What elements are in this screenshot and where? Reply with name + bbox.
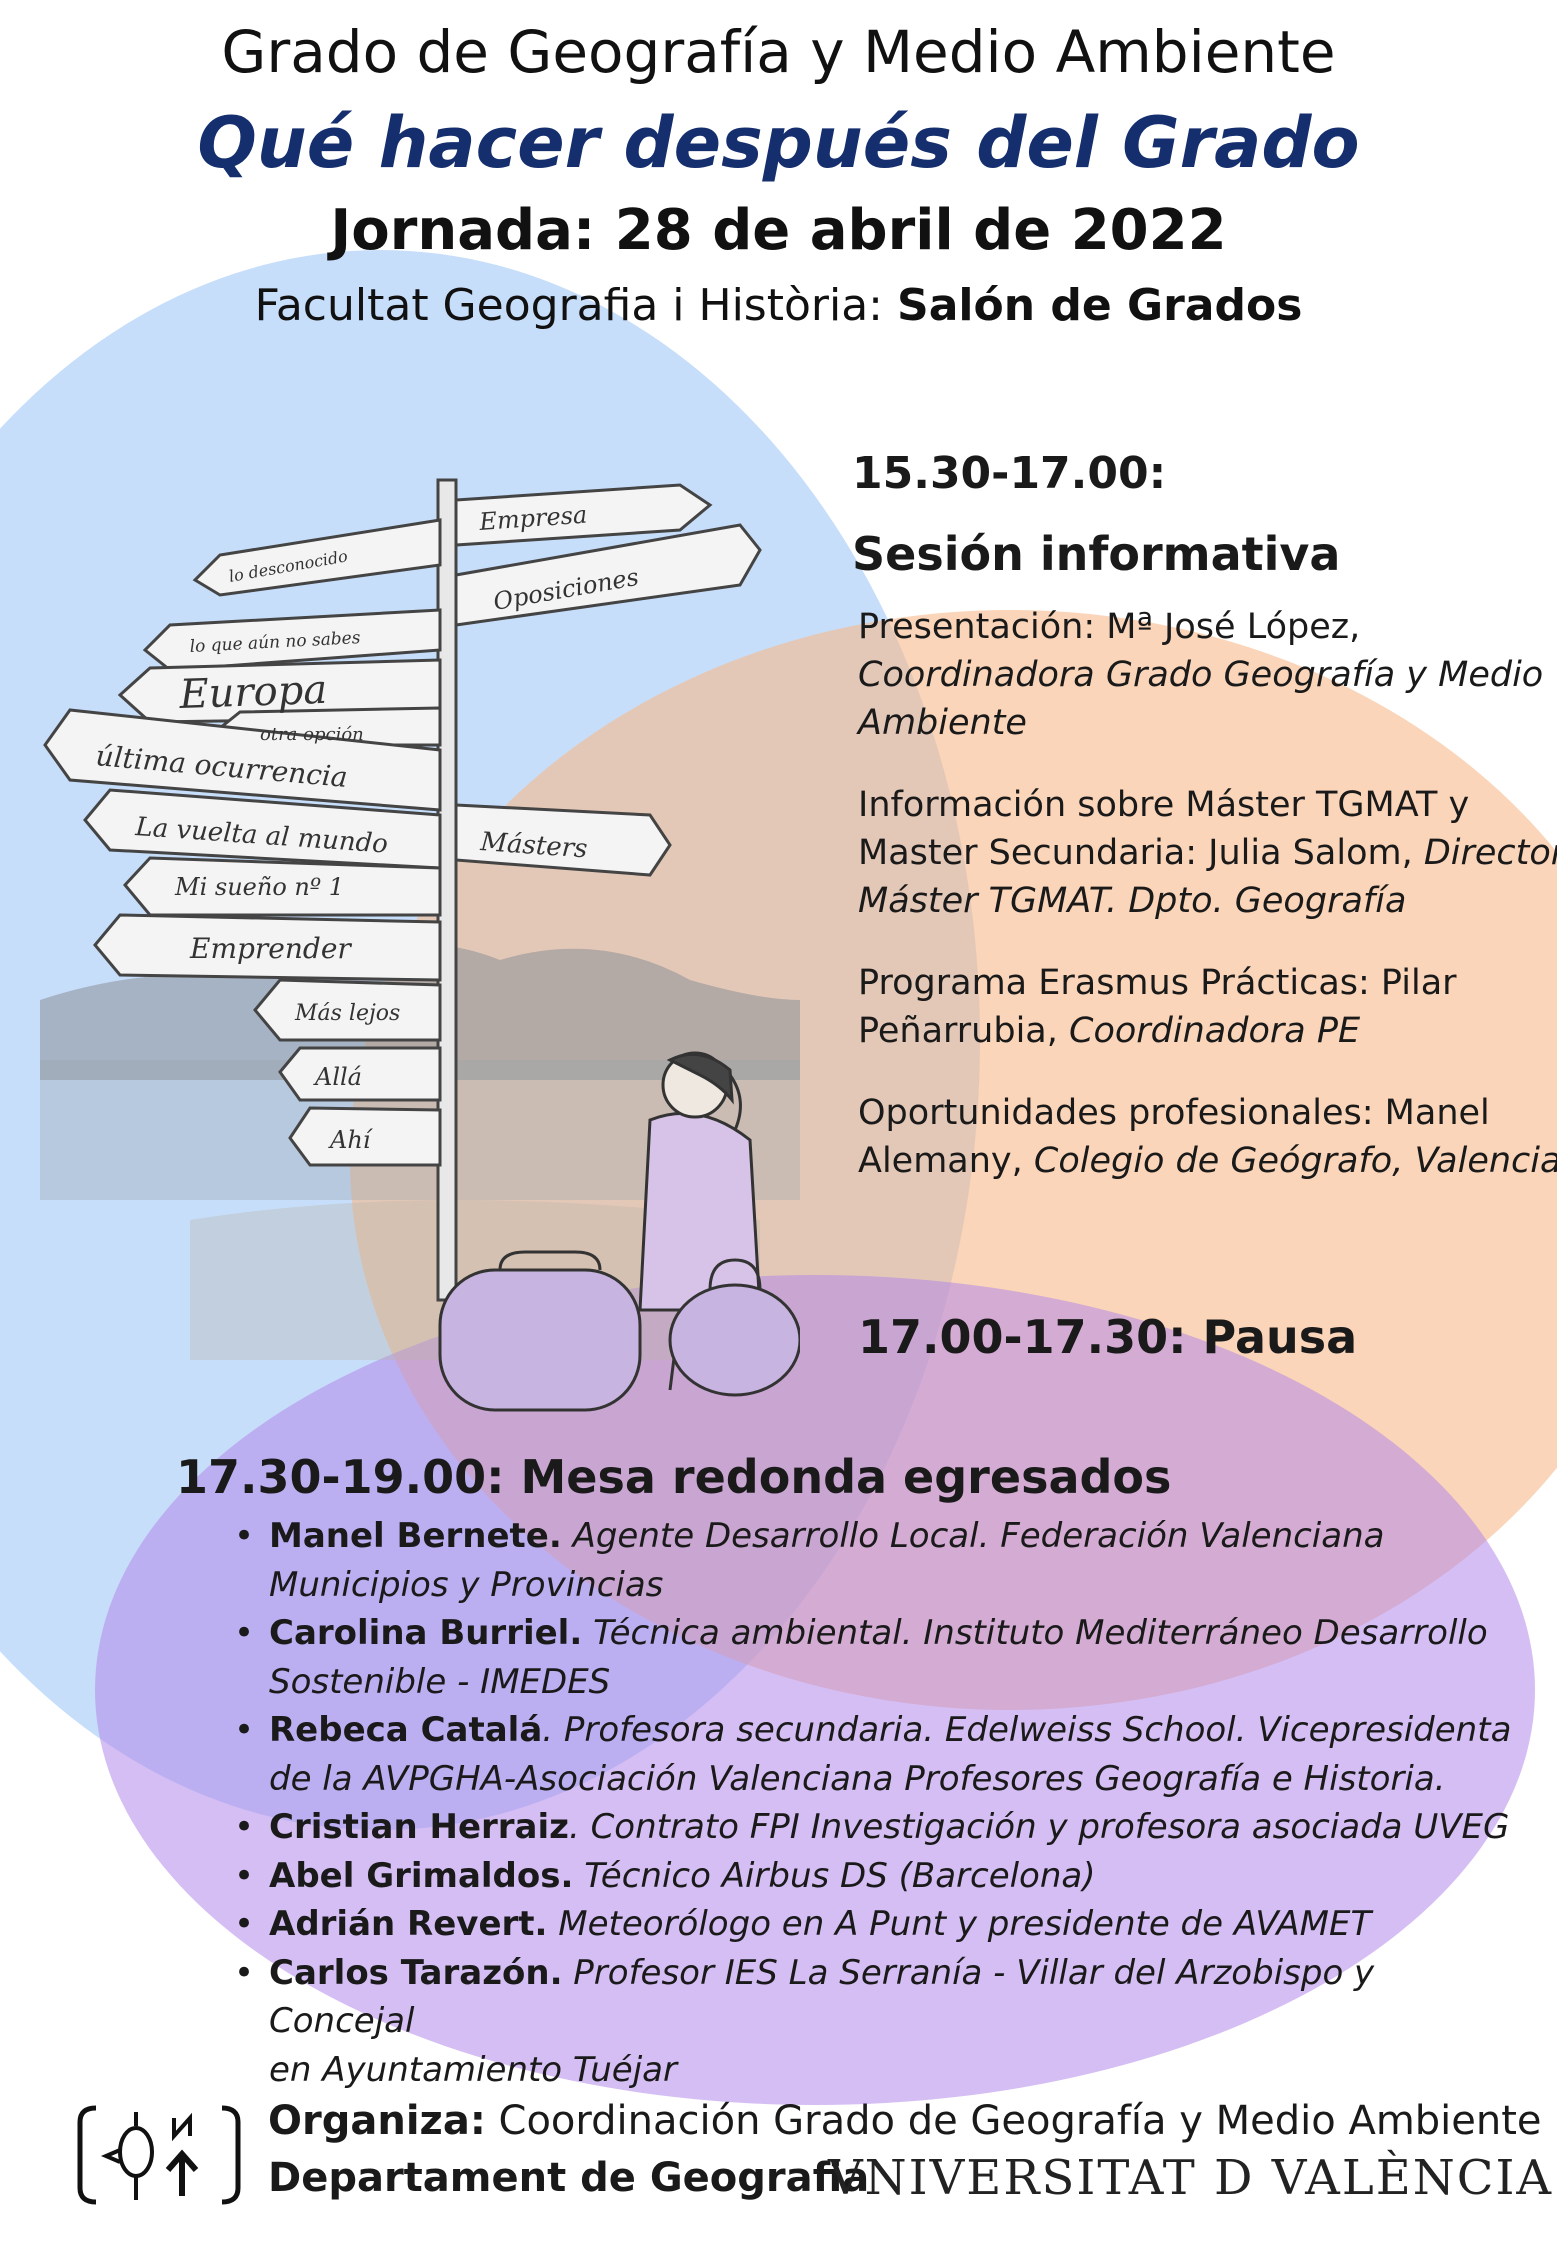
university-logo: VNIVERSITAT D VALÈNCIA <box>828 2150 1554 2206</box>
sign-label: otra opción <box>260 724 364 745</box>
session-line: Ambiente <box>858 703 1027 743</box>
panelist-item: Manel Bernete. Agente Desarrollo Local. … <box>176 1512 1526 1609</box>
round-table: 17.30-19.00: Mesa redonda egresados Mane… <box>176 1450 1526 2094</box>
department-name: Departament de Geografia <box>268 2155 870 2201</box>
session-line: Oportunidades profesionales: Manel <box>858 1093 1490 1133</box>
sign-mas-lejos <box>253 978 442 1042</box>
round-table-title: 17.30-19.00: Mesa redonda egresados <box>176 1450 1172 1504</box>
signpost-illustration: Empresa lo desconocido Oposiciones lo qu… <box>40 478 800 1412</box>
session-line: Coordinadora Grado Geografía y Medio <box>858 655 1544 695</box>
organizer-line: Organiza: Coordinación Grado de Geografí… <box>268 2098 1542 2144</box>
panelist-item: Carlos Tarazón. Profesor IES La Serranía… <box>176 1949 1526 2095</box>
sign-label: Ahí <box>328 1126 374 1154</box>
sign-ultima-ocurrencia <box>43 708 442 812</box>
sign-empresa <box>454 483 713 547</box>
location-room: Salón de Grados <box>897 280 1303 331</box>
panelist-item: Abel Grimaldos. Técnico Airbus DS (Barce… <box>176 1852 1526 1901</box>
sign-emprender <box>93 913 442 982</box>
session-title: Sesión informativa <box>852 527 1341 581</box>
department-logo-icon <box>77 2105 241 2205</box>
session-line: Información sobre Máster TGMAT y <box>858 785 1470 825</box>
sign-alla <box>278 1046 442 1102</box>
session-line: Peñarrubia, Coordinadora PE <box>858 1011 1361 1051</box>
sign-mi-sueno <box>123 856 442 917</box>
signs <box>43 483 762 1167</box>
panelist-item: Carolina Burriel. Técnica ambiental. Ins… <box>176 1609 1526 1706</box>
panelist-list: Manel Bernete. Agente Desarrollo Local. … <box>176 1512 1526 2094</box>
girl-figure <box>638 1051 800 1397</box>
session-item: Programa Erasmus Prácticas: Pilar Peñarr… <box>852 959 1542 1055</box>
organizer-text: Coordinación Grado de Geografía y Medio … <box>485 2098 1542 2144</box>
sign-masters <box>454 803 672 877</box>
sign-lo-desconocido <box>192 518 442 597</box>
panelist-item: Cristian Herraiz. Contrato FPI Investiga… <box>176 1803 1526 1852</box>
session-item: Presentación: Mª José López, Coordinador… <box>852 603 1544 747</box>
sign-la-vuelta-al-mundo <box>83 788 442 870</box>
location-faculty: Facultat Geografia i Història: <box>254 280 897 331</box>
panelist-item: Adrián Revert. Meteorólogo en A Punt y p… <box>176 1900 1526 1949</box>
session-item: Información sobre Máster TGMAT y Master … <box>852 781 1557 925</box>
event-date: Jornada: 28 de abril de 2022 <box>330 198 1227 263</box>
suitcase <box>438 1250 642 1412</box>
degree-title: Grado de Geografía y Medio Ambiente <box>221 18 1336 86</box>
session-line: Alemany, Colegio de Geógrafo, Valencia <box>858 1141 1557 1181</box>
event-location: Facultat Geografia i Història: Salón de … <box>0 280 1557 331</box>
event-title: Qué hacer después del Grado <box>197 102 1360 184</box>
sign-label: Emprender <box>189 932 352 965</box>
sign-label: Europa <box>178 667 328 718</box>
sign-label: Más lejos <box>294 1001 400 1026</box>
session-item: Oportunidades profesionales: Manel Alema… <box>852 1089 1557 1185</box>
pause-heading: 17.00-17.30: Pausa <box>858 1310 1358 1364</box>
sign-label: Allá <box>313 1063 362 1091</box>
info-session: 15.30-17.00: Sesión informativa Presenta… <box>852 448 1557 1185</box>
session-line: Master Secundaria: Julia Salom, Director… <box>858 833 1557 873</box>
session-line: Máster TGMAT. Dpto. Geografía <box>858 881 1407 921</box>
sign-ahi <box>288 1106 442 1167</box>
sign-label: Mi sueño nº 1 <box>174 873 344 901</box>
sign-lo-que-aun-no-sabes <box>142 608 442 672</box>
organizer-label: Organiza: <box>268 2098 486 2144</box>
sign-oposiciones <box>454 523 762 627</box>
session-time: 15.30-17.00: <box>852 448 1167 499</box>
session-line: Presentación: Mª José López, <box>858 607 1361 647</box>
session-line: Programa Erasmus Prácticas: Pilar <box>858 963 1457 1003</box>
panelist-item: Rebeca Catalá. Profesora secundaria. Ede… <box>176 1706 1526 1803</box>
